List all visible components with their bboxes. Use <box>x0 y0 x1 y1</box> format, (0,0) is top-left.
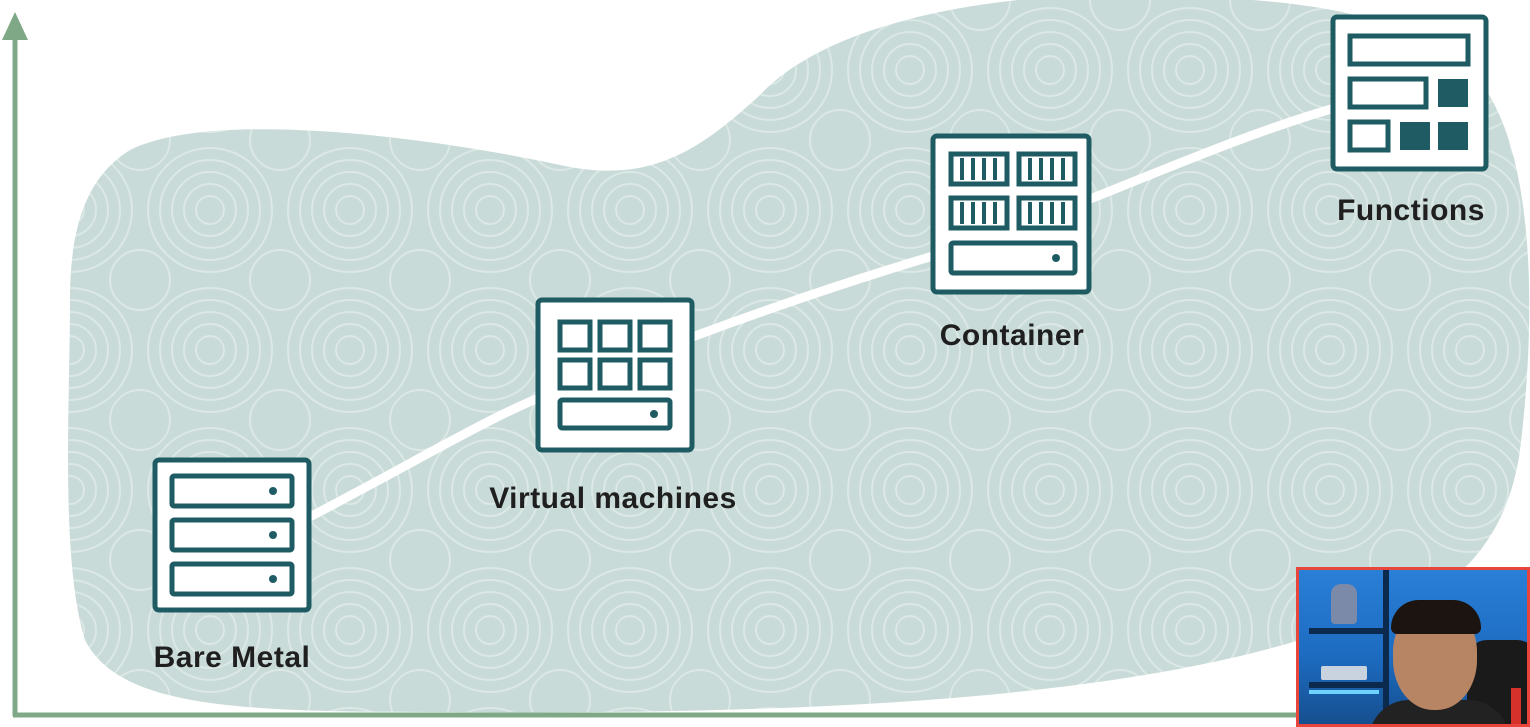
shelf-post <box>1383 570 1389 724</box>
y-axis-arrowhead <box>2 12 28 40</box>
presenter-webcam <box>1296 567 1530 727</box>
figurine <box>1331 584 1357 624</box>
label-bare-metal: Bare Metal <box>154 641 311 674</box>
shelf-middle <box>1309 682 1387 688</box>
shelf-top <box>1309 628 1387 634</box>
gadget <box>1321 666 1367 680</box>
label-virtual-machines: Virtual machines <box>489 482 737 515</box>
container-icon <box>930 133 1092 295</box>
chair-accent <box>1511 688 1521 724</box>
trend-curve <box>295 100 1350 527</box>
led-strip <box>1309 690 1379 694</box>
label-functions: Functions <box>1337 194 1485 227</box>
presenter-hair <box>1391 600 1481 634</box>
functions-icon <box>1330 14 1489 172</box>
label-container: Container <box>940 319 1085 352</box>
axes <box>2 12 1300 718</box>
vm-grid-icon <box>535 297 695 453</box>
background-blob <box>68 0 1530 713</box>
server-rack-icon <box>152 457 312 613</box>
